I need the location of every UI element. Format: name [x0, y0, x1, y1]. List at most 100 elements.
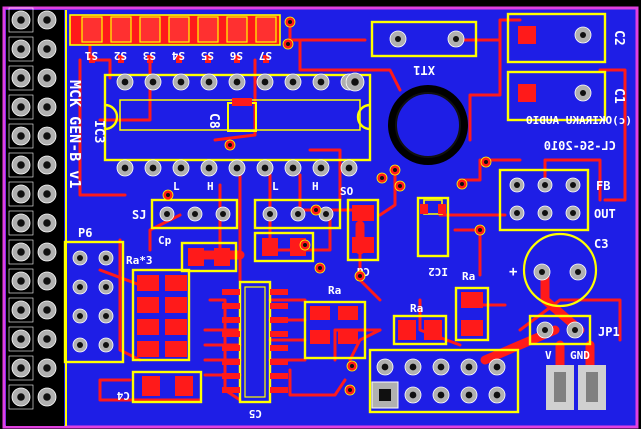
ic3-pin-1[interactable] [345, 72, 365, 92]
header-pin[interactable] [37, 97, 57, 117]
header-pin[interactable] [11, 329, 31, 349]
header-pin[interactable] [11, 97, 31, 117]
top-header-pad[interactable] [168, 16, 190, 43]
ic2-footprint[interactable] [416, 196, 450, 258]
cd-footprint[interactable] [346, 198, 380, 262]
bottom-header-pin[interactable] [404, 386, 422, 404]
header-pin[interactable] [11, 155, 31, 175]
ic1-pin [270, 317, 288, 323]
ic3-pin[interactable] [256, 73, 274, 91]
header-pin[interactable] [37, 387, 57, 407]
header-pin[interactable] [37, 39, 57, 59]
top-header-pad[interactable] [197, 16, 219, 43]
bottom-header-pin[interactable] [488, 386, 506, 404]
bottom-header-pin[interactable] [488, 358, 506, 376]
header-pin[interactable] [11, 10, 31, 30]
ic3-pin[interactable] [200, 159, 218, 177]
header-pin[interactable] [37, 10, 57, 30]
ic3-pin[interactable] [200, 73, 218, 91]
rev-text: CL-SG-2010 [544, 139, 616, 153]
top-header-pad[interactable] [110, 16, 132, 43]
header-pin[interactable] [37, 213, 57, 233]
c5-label: C5 [249, 407, 262, 420]
via-hole [484, 160, 488, 164]
bottom-header-pin[interactable] [432, 358, 450, 376]
ic1-footprint[interactable] [238, 280, 272, 404]
top-header-pad[interactable] [226, 16, 248, 43]
ic3-pin[interactable] [256, 159, 274, 177]
c4-footprint[interactable] [131, 370, 203, 404]
fb-out-header[interactable] [498, 168, 590, 232]
ic3-pin[interactable] [144, 159, 162, 177]
ra4-footprint[interactable] [392, 314, 448, 346]
board-edge [2, 6, 639, 429]
header-pin[interactable] [37, 271, 57, 291]
ra3-array[interactable] [131, 268, 191, 362]
cp-footprint[interactable] [180, 231, 315, 273]
header-pin[interactable] [37, 68, 57, 88]
h-mark-2: H [312, 180, 319, 193]
ic3-pin[interactable] [340, 159, 358, 177]
header-pin[interactable] [11, 271, 31, 291]
bottom-header-pin[interactable] [404, 358, 422, 376]
c1-footprint[interactable] [506, 70, 607, 122]
via-hole [228, 143, 232, 147]
header-pin[interactable] [11, 126, 31, 146]
header-pin[interactable] [11, 39, 31, 59]
header-pin[interactable] [11, 242, 31, 262]
ic3-pin[interactable] [284, 73, 302, 91]
bottom-header[interactable] [368, 348, 520, 414]
top-header-pad[interactable] [255, 16, 277, 43]
ic3-pin[interactable] [116, 159, 134, 177]
header-pad-frame [8, 94, 34, 120]
p6-header[interactable] [63, 240, 125, 364]
c3-footprint[interactable] [522, 232, 598, 308]
header-pin[interactable] [37, 184, 57, 204]
power-terminal[interactable] [546, 365, 606, 410]
ic3-pin[interactable] [228, 159, 246, 177]
header-pin[interactable] [37, 155, 57, 175]
top-pin-header[interactable] [69, 14, 281, 63]
header-pin[interactable] [11, 184, 31, 204]
jp1-label: JP1 [598, 325, 620, 339]
header-pin[interactable] [37, 242, 57, 262]
jp1-footprint[interactable] [528, 314, 592, 346]
ic3-pin[interactable] [172, 159, 190, 177]
header-pin[interactable] [11, 387, 31, 407]
header-pin[interactable] [11, 213, 31, 233]
board-title: MCK GEN-B v1 [66, 80, 84, 188]
xt1-footprint[interactable] [370, 20, 478, 58]
ic3-pin[interactable] [116, 73, 134, 91]
bottom-header-pin[interactable] [376, 358, 394, 376]
ic3-pin[interactable] [284, 159, 302, 177]
ic3-pin[interactable] [144, 73, 162, 91]
ic3-pin[interactable] [228, 73, 246, 91]
header-pin[interactable] [37, 300, 57, 320]
bottom-header-pin[interactable] [460, 358, 478, 376]
ra2-footprint[interactable] [454, 286, 490, 342]
bottom-header-pin[interactable] [432, 386, 450, 404]
ic3-pin[interactable] [172, 73, 190, 91]
top-header-pad[interactable] [139, 16, 161, 43]
bottom-header-pin[interactable] [460, 386, 478, 404]
vias [162, 16, 492, 396]
header-pin[interactable] [37, 126, 57, 146]
header-pin[interactable] [37, 358, 57, 378]
header-pad-frame [8, 181, 34, 207]
top-header-pin-label: S1 [84, 49, 98, 62]
ic3-pins[interactable] [116, 72, 365, 177]
left-pin-header[interactable] [8, 7, 57, 410]
ic3-pin[interactable] [312, 73, 330, 91]
header-pin[interactable] [11, 358, 31, 378]
ra1-footprint[interactable] [303, 300, 367, 360]
c8-footprint[interactable] [227, 98, 257, 132]
top-header-pad[interactable] [81, 16, 103, 43]
ic3-pin[interactable] [312, 159, 330, 177]
sj-header[interactable] [150, 198, 342, 230]
cp-label: Cp [158, 234, 172, 247]
top-header-pin-label: S4 [171, 49, 185, 62]
header-pin[interactable] [37, 329, 57, 349]
header-pin[interactable] [11, 300, 31, 320]
header-pin[interactable] [11, 68, 31, 88]
c2-footprint[interactable] [506, 12, 607, 64]
